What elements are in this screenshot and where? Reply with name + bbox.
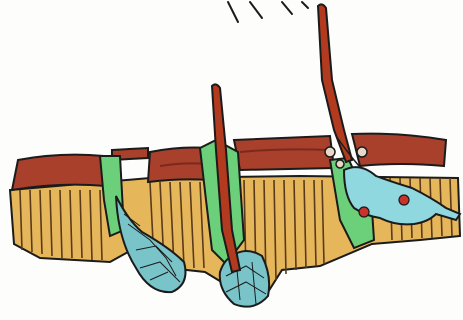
stimulus-line — [282, 2, 292, 14]
sebaceous-gland-right — [220, 251, 269, 307]
nucleus — [399, 195, 409, 205]
sensory-stimulus-lines — [228, 2, 308, 22]
nucleus — [359, 207, 369, 217]
stimulus-line — [250, 2, 262, 18]
stimulus-line — [302, 2, 308, 8]
stimulus-line — [228, 2, 238, 22]
